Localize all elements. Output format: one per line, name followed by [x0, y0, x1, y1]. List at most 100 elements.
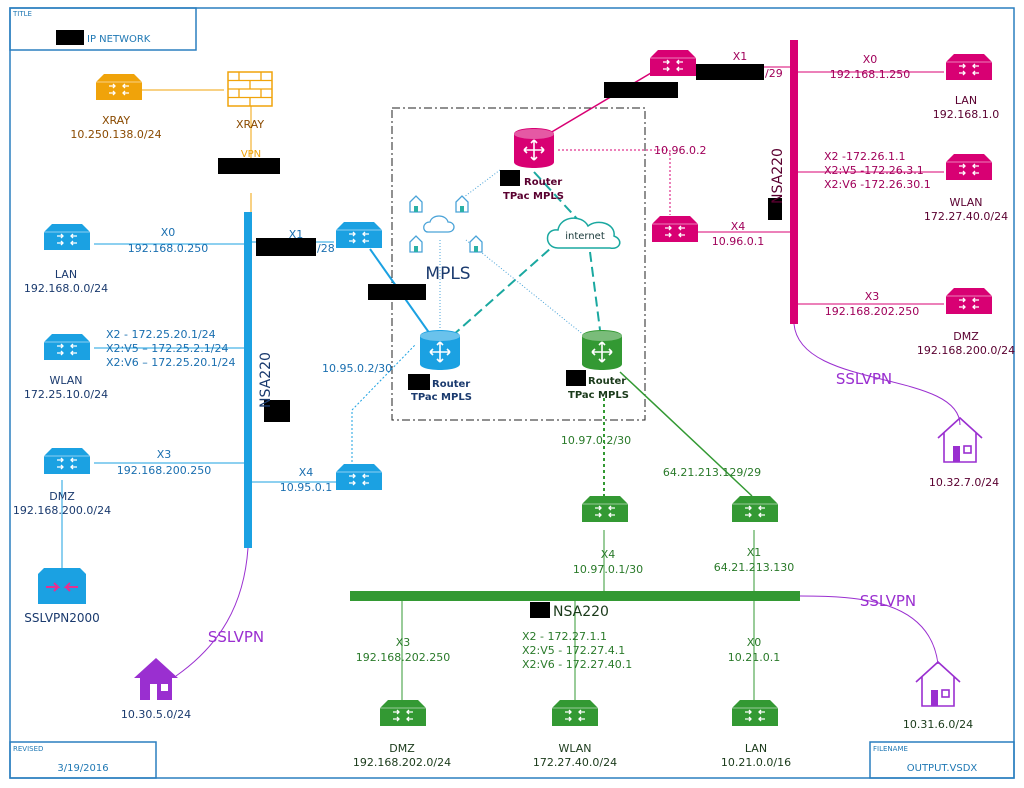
revised-date: 3/19/2016 [57, 763, 108, 774]
internet-label: internet [565, 231, 605, 242]
blue-x4-ip: 10.95.0.1 [280, 481, 332, 494]
revised-box-caption: REVISED [13, 745, 43, 753]
blue-remote-subnet: 10.30.5.0/24 [121, 708, 191, 721]
mpls-cloud-boundary [391, 107, 646, 421]
green-remote-house-icon [915, 660, 961, 707]
xray-switch-icon [95, 73, 143, 101]
green-wlan-subnet: 172.27.40.0/24 [533, 756, 617, 769]
blue-wlan-x2v5: X2:V5 – 172.25.2.1/24 [106, 342, 228, 355]
green-wlan-name: WLAN [558, 742, 591, 755]
pink-x1-ip-suffix: /29 [765, 67, 783, 80]
green-router-label-2: TPac MPLS [568, 390, 629, 401]
vpn-label: VPN [241, 149, 261, 160]
pink-router-icon [513, 127, 555, 169]
pink-nsa220-label: NSA220 [770, 148, 786, 204]
xray-firewall-label: XRAY [236, 118, 264, 131]
pink-wlan-switch-icon [945, 153, 993, 181]
green-dmz-port: X3 [396, 636, 411, 649]
green-x4-port: X4 [601, 548, 616, 561]
blue-remote-house-icon [134, 658, 178, 700]
green-lan-switch-icon [731, 699, 779, 727]
title-box [9, 7, 197, 51]
green-router-label-1: Router [588, 376, 626, 387]
green-nsa220-label: NSA220 [553, 604, 609, 620]
green-x4-switch-icon [581, 495, 629, 523]
blue-sslvpn-label: SSLVPN [208, 628, 264, 646]
pink-wlan-x2v6: X2:V6 -172.26.30.1 [824, 178, 931, 191]
blue-lan-port: X0 [161, 226, 176, 239]
filename: OUTPUT.VSDX [907, 763, 978, 774]
pink-sslvpn-label: SSLVPN [836, 370, 892, 388]
blue-lan-switch-icon [43, 223, 91, 251]
green-nsa220-bus [350, 591, 800, 601]
pink-x1-switch-icon [649, 49, 697, 77]
mpls-cloud-icon [409, 195, 483, 253]
green-x1-switch-icon [731, 495, 779, 523]
filename-box-caption: FILENAME [873, 745, 908, 753]
internet-cloud-icon [546, 217, 621, 249]
pink-lan-name: LAN [955, 94, 977, 107]
green-lan-subnet: 10.21.0.0/16 [721, 756, 791, 769]
green-dmz-name: DMZ [389, 742, 415, 755]
green-x1-port: X1 [747, 546, 762, 559]
xray-firewall-icon [227, 71, 273, 107]
pink-x4-port: X4 [731, 220, 746, 233]
green-x4-ip: 10.97.0.1/30 [573, 563, 643, 576]
green-wlan-x2v6: X2:V6 - 172.27.40.1 [522, 658, 632, 671]
pink-x4-ip: 10.96.0.1 [712, 235, 764, 248]
blue-router-label-1: Router [432, 379, 470, 390]
sslvpn2000-label: SSLVPN2000 [24, 611, 100, 625]
blue-wlan-x2: X2 - 172.25.20.1/24 [106, 328, 216, 341]
pink-remote-subnet: 10.32.7.0/24 [929, 476, 999, 489]
title-box-caption: TITLE [12, 10, 32, 18]
page-title: IP NETWORK [87, 34, 151, 45]
pink-x1-port: X1 [733, 50, 748, 63]
mpls-label: MPLS [425, 264, 470, 284]
blue-dmz-subnet: 192.168.200.0/24 [13, 504, 111, 517]
blue-x4-switch-icon [335, 463, 383, 491]
pink-router-label-1: Router [524, 177, 562, 188]
green-dmz-switch-icon [379, 699, 427, 727]
redaction [56, 30, 84, 45]
pink-dmz-port: X3 [865, 290, 880, 303]
blue-lan-ip: 192.168.0.250 [128, 242, 208, 255]
sslvpn2000-appliance-icon [38, 568, 86, 604]
pink-wlan-subnet: 172.27.40.0/24 [924, 210, 1008, 223]
blue-wlan-subnet: 172.25.10.0/24 [24, 388, 108, 401]
green-wlan-switch-icon [551, 699, 599, 727]
blue-x1-ip-suffix: /28 [317, 242, 335, 255]
filename-box [869, 741, 1015, 779]
pink-nsa220-bus [790, 40, 798, 324]
pink-dmz-name: DMZ [953, 330, 979, 343]
xray-switch-subnet: 10.250.138.0/24 [70, 128, 161, 141]
blue-dmz-ip: 192.168.200.250 [117, 464, 211, 477]
pink-x4-switch-icon [651, 215, 699, 243]
pink-lan-port: X0 [863, 53, 878, 66]
pink-wlan-x2v5: X2:V5 -172.26.3.1 [824, 164, 924, 177]
green-dmz-subnet: 192.168.202.0/24 [353, 756, 451, 769]
blue-x1-port: X1 [289, 228, 304, 241]
blue-x1-switch-icon [335, 221, 383, 249]
blue-x4-port: X4 [299, 466, 314, 479]
green-wlan-x2: X2 - 172.27.1.1 [522, 630, 607, 643]
pink-router-label-2: TPac MPLS [503, 191, 564, 202]
page-frame [9, 7, 1015, 779]
pink-dmz-switch-icon [945, 287, 993, 315]
pink-dmz-ip: 192.168.202.250 [825, 305, 919, 318]
blue-router-icon [419, 329, 461, 371]
blue-lan-subnet: 192.168.0.0/24 [24, 282, 108, 295]
pink-lan-ip: 192.168.1.250 [830, 68, 910, 81]
green-remote-subnet: 10.31.6.0/24 [903, 718, 973, 731]
green-x1-ip: 64.21.213.130 [714, 561, 794, 574]
pink-dmz-subnet: 192.168.200.0/24 [917, 344, 1015, 357]
pink-wlan-x2: X2 -172.26.1.1 [824, 150, 905, 163]
blue-dmz-port: X3 [157, 448, 172, 461]
blue-nsa220-label: NSA220 [258, 352, 274, 408]
revised-box [9, 741, 157, 779]
green-mpls-link: 10.97.0.2/30 [561, 434, 631, 447]
blue-wlan-x2v6: X2:V6 – 172.25.20.1/24 [106, 356, 235, 369]
blue-router-label-2: TPac MPLS [411, 392, 472, 403]
green-lan-ip: 10.21.0.1 [728, 651, 780, 664]
green-dmz-ip: 192.168.202.250 [356, 651, 450, 664]
